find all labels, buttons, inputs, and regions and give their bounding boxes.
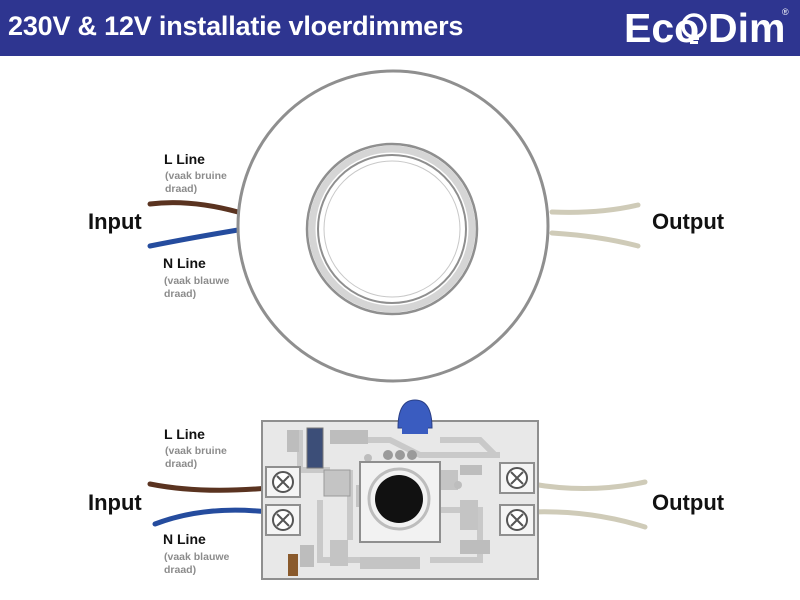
top-n-line-note: (vaak blauwe draad)	[164, 275, 230, 300]
blue-trimmer	[397, 399, 433, 429]
page-title: 230V & 12V installatie vloerdimmers	[8, 11, 464, 41]
top-input-label: Input	[88, 209, 142, 234]
dimmer-round-housing	[236, 69, 550, 383]
top-l-line-label: L Line	[164, 151, 205, 167]
top-n-wire	[147, 227, 241, 249]
capacitor-dark	[306, 427, 324, 469]
knob-icon	[375, 475, 423, 523]
top-l-line-note: (vaak bruine draad)	[165, 170, 227, 195]
bottom-output-wire-1	[529, 479, 648, 492]
bottom-input-label: Input	[88, 490, 142, 515]
bottom-l-line-note: (vaak bruine draad)	[165, 445, 227, 470]
logo-text-eco: Eco	[624, 5, 700, 51]
top-output-label: Output	[652, 209, 725, 234]
bottom-n-wire	[152, 507, 271, 527]
bottom-l-wire	[147, 481, 271, 493]
lightbulb-icon	[681, 13, 707, 44]
top-wires	[147, 200, 641, 249]
logo-text-dim: Dim	[708, 5, 786, 51]
screw-terminal-icon	[265, 466, 301, 498]
top-output-wire-1	[549, 202, 641, 215]
ecodim-logo: Eco Dim ®	[622, 3, 794, 53]
top-output-wire-2	[549, 230, 641, 249]
top-n-line-label: N Line	[163, 255, 206, 271]
top-l-wire	[147, 200, 241, 215]
bottom-l-line-label: L Line	[164, 426, 205, 442]
dimmer-knob-center	[323, 160, 461, 298]
dimmer-pcb	[261, 399, 539, 580]
registered-mark: ®	[782, 7, 789, 17]
header-bar: 230V & 12V installatie vloerdimmers Eco …	[0, 0, 800, 56]
bottom-n-line-label: N Line	[163, 531, 206, 547]
bottom-n-line-note: (vaak blauwe draad)	[164, 551, 230, 576]
bottom-output-label: Output	[652, 490, 725, 515]
screw-terminal-icon	[499, 504, 535, 536]
screw-terminal-icon	[265, 504, 301, 536]
bottom-output-wire-2	[529, 509, 648, 530]
resistor-brown	[288, 554, 298, 576]
bottom-wires	[147, 479, 648, 530]
screw-terminal-icon	[499, 462, 535, 494]
